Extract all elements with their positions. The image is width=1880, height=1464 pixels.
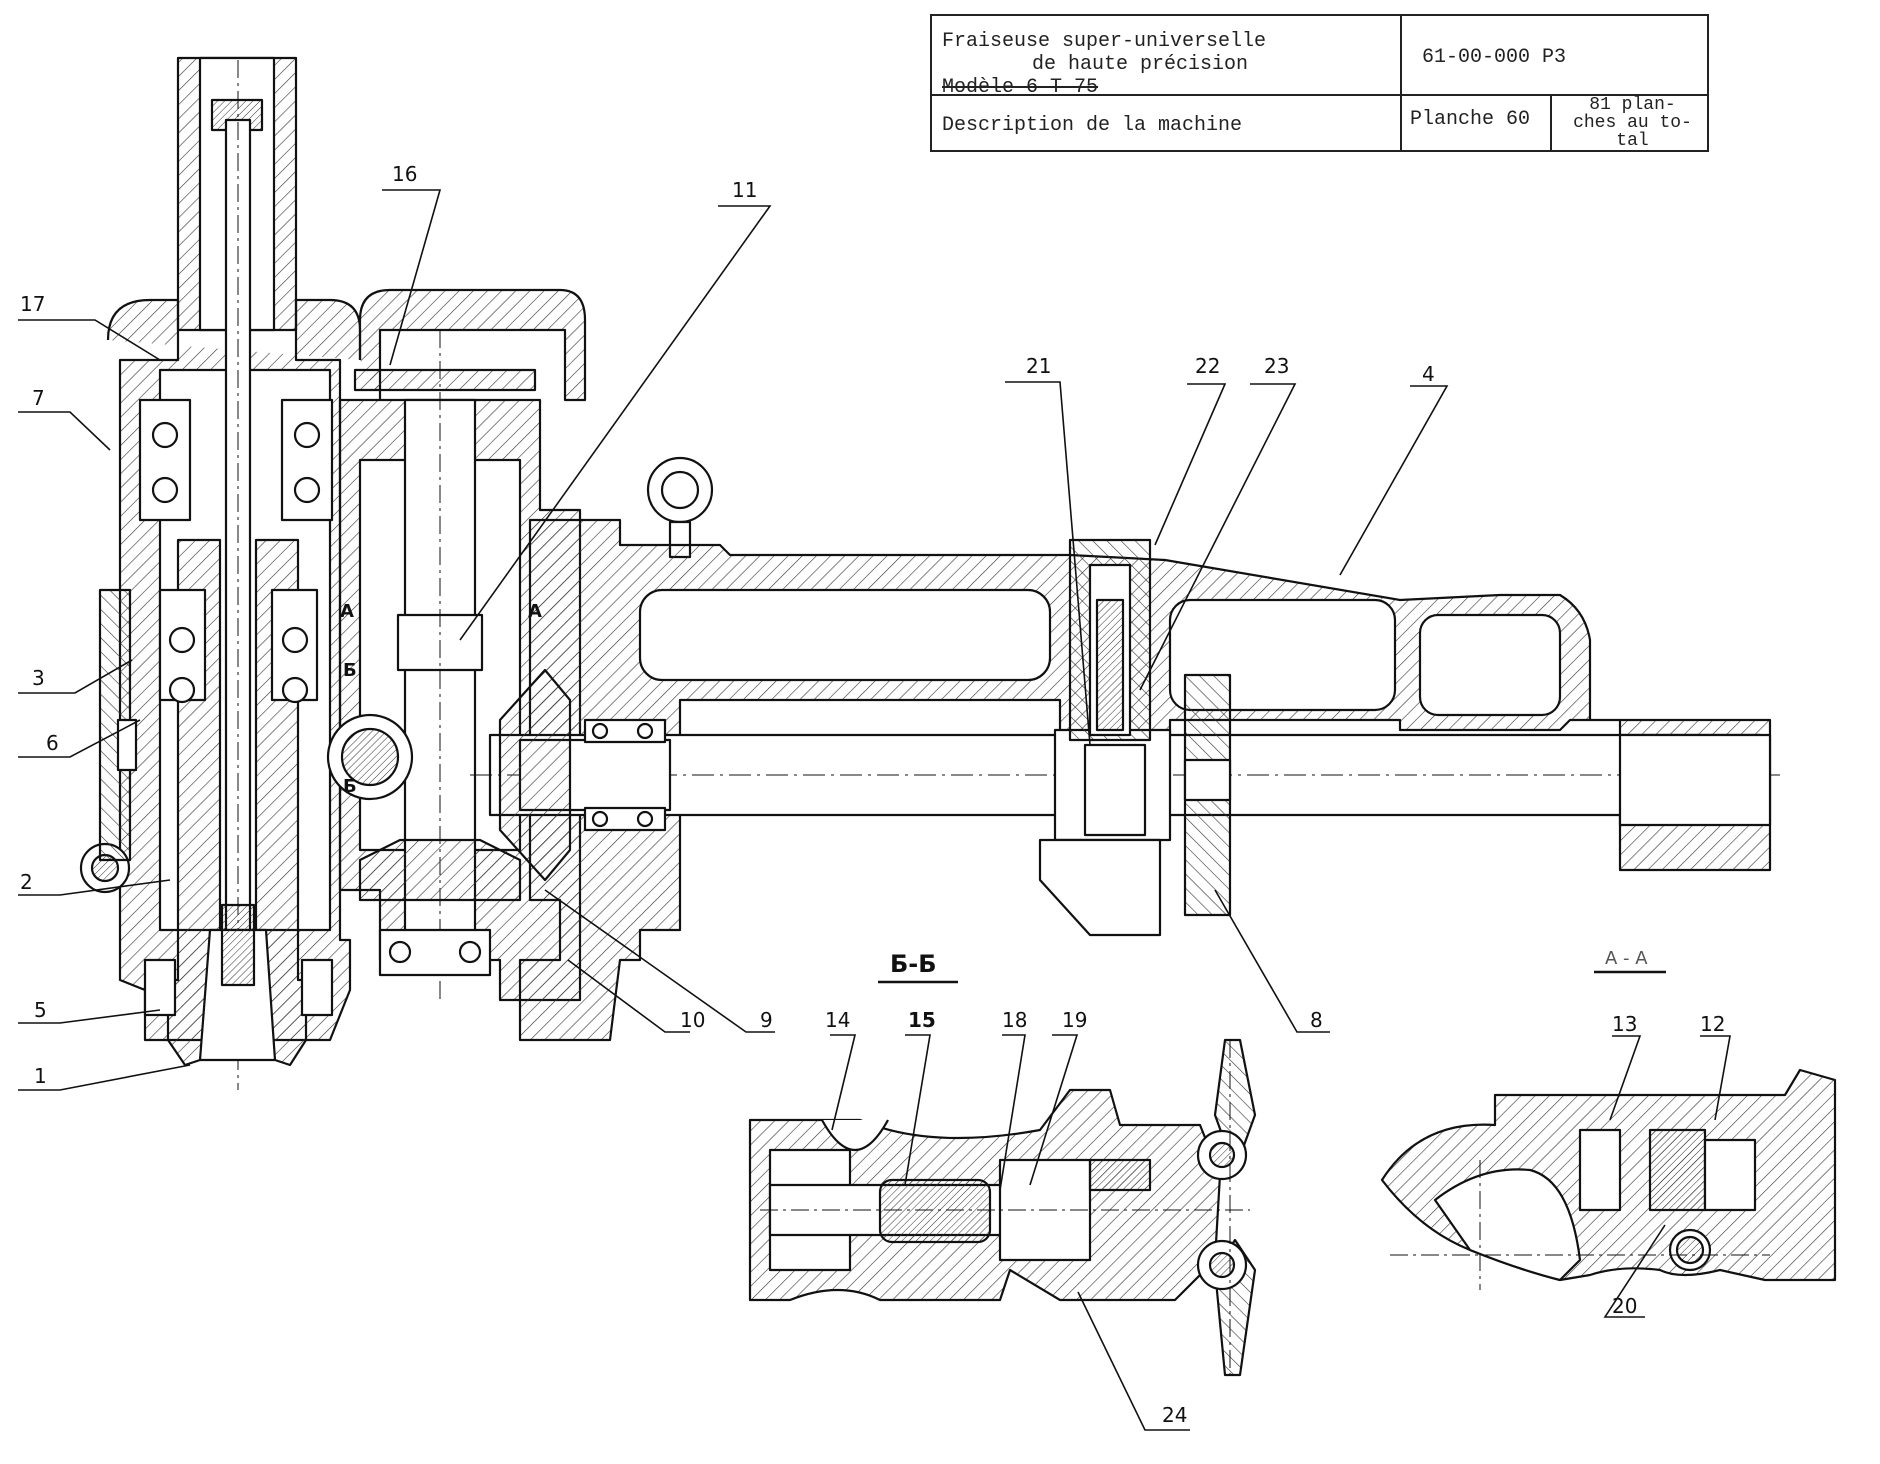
section-title-aa: A - A [1605,948,1648,969]
callout-11: 11 [732,178,758,202]
gearbox-housing [353,288,587,402]
callout-22: 22 [1195,354,1221,378]
document-number: 61-00-000 P3 [1422,46,1567,69]
callout-14: 14 [825,1008,851,1032]
title-line-2: de haute précision [1032,53,1249,76]
section-marker-b-lower: Б [343,776,357,797]
total-sheets-line-3: tal [1616,131,1649,151]
leader-lines [18,189,1731,1431]
callout-3: 3 [32,666,45,690]
callout-7: 7 [32,386,45,410]
sheet-cell: Planche 60 [1402,96,1552,150]
callout-8: 8 [1310,1008,1323,1032]
subject: Description de la machine [942,114,1243,137]
title-line-1: Fraiseuse super-universelle [942,30,1267,53]
section-bb [748,1038,1257,1380]
spindle-head [79,56,362,1090]
section-title-bb: Б-Б [890,950,937,978]
total-sheets-line-1: 81 plan- [1589,95,1676,115]
overarm [470,456,1780,1042]
callout-12: 12 [1700,1012,1726,1036]
section-marker-b-upper: Б [343,660,357,681]
callout-15: 15 [908,1008,936,1032]
callout-10: 10 [680,1008,706,1032]
callout-5: 5 [34,998,47,1022]
sheet-number: Planche 60 [1410,108,1531,131]
model-line: Modèle 6 T 75 [942,76,1099,99]
callout-24: 24 [1162,1403,1188,1427]
subject-cell: Description de la machine [932,96,1402,150]
callout-21: 21 [1026,354,1052,378]
callout-13: 13 [1612,1012,1638,1036]
callout-18: 18 [1002,1008,1028,1032]
title-cell: Fraiseuse super-universelle de haute pré… [932,16,1402,99]
callout-6: 6 [46,731,59,755]
callout-19: 19 [1062,1008,1088,1032]
total-sheets-line-2: ches au to- [1573,113,1692,133]
callout-4: 4 [1422,362,1435,386]
callout-9: 9 [760,1008,773,1032]
callout-1: 1 [34,1064,47,1088]
callout-16: 16 [392,162,418,186]
callout-17: 17 [20,292,46,316]
section-marker-a-left: A [340,601,354,622]
total-sheets-cell: 81 plan- ches au to- tal [1552,96,1707,150]
document-number-cell: 61-00-000 P3 [1402,16,1707,96]
callout-2: 2 [20,870,33,894]
section-marker-a-right: A [528,601,542,622]
title-block: Fraiseuse super-universelle de haute pré… [930,14,1709,152]
callout-20: 20 [1612,1294,1638,1318]
callout-23: 23 [1264,354,1290,378]
section-aa [1380,1068,1837,1290]
